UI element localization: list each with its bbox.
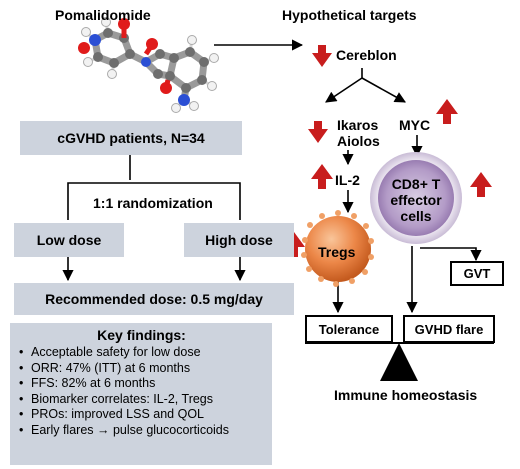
tolerance-box: Tolerance [305,315,393,343]
tregs-label: Tregs [318,244,356,260]
pomalidomide-molecule [78,17,219,113]
arrow-cereblon-to-myc [361,77,406,103]
key-findings-list: Acceptable safety for low dose ORR: 47% … [19,345,264,439]
gvhd-flare-box: GVHD flare [403,315,495,343]
finding-item: Early flares → pulse glucocorticoids [19,423,264,439]
line-randomization-branch [67,182,241,220]
recommended-dose-box: Recommended dose: 0.5 mg/day [14,283,294,315]
finding-item: Biomarker correlates: IL-2, Tregs [19,392,264,408]
molecule-title: Pomalidomide [55,7,151,23]
red-up-arrow-il2 [311,164,333,189]
finding-item: ORR: 47% (ITT) at 6 months [19,361,264,377]
patients-box: cGVHD patients, N=34 [20,121,242,155]
key-findings-panel: Key findings: Acceptable safety for low … [10,323,272,465]
arrow-cd8-to-gvt [420,247,482,262]
gvt-box: GVT [450,261,504,286]
cd8-cell [370,152,462,244]
red-up-arrow-myc [436,99,458,124]
balance-fulcrum [380,343,418,381]
myc-label: MYC [399,117,431,133]
low-dose-box: Low dose [14,223,124,257]
ikaros-label: Ikaros [337,117,379,133]
high-dose-box: High dose [184,223,294,257]
red-up-arrow-tregs [283,232,305,257]
key-findings-title: Key findings: [97,327,186,343]
cd8-label-1: CD8+ T [391,176,441,192]
arrow-cereblon-to-ikaros [325,68,363,103]
targets-title: Hypothetical targets [282,7,417,23]
cd8-label-2: effector [390,192,442,208]
randomization-label: 1:1 randomization [93,195,213,211]
red-down-arrow-ikaros [308,121,328,143]
cereblon-label: Cereblon [336,47,397,63]
finding-item: Acceptable safety for low dose [19,345,264,361]
red-down-arrow-cereblon [312,45,332,67]
finding-item: FFS: 82% at 6 months [19,376,264,392]
finding-item: PROs: improved LSS and QOL [19,407,264,423]
red-up-arrow-cd8 [470,172,492,197]
il2-label: IL-2 [335,172,360,188]
homeostasis-label: Immune homeostasis [334,387,478,403]
aiolos-label: Aiolos [337,133,380,149]
tregs-cell [301,210,374,287]
cd8-label-3: cells [400,208,432,224]
